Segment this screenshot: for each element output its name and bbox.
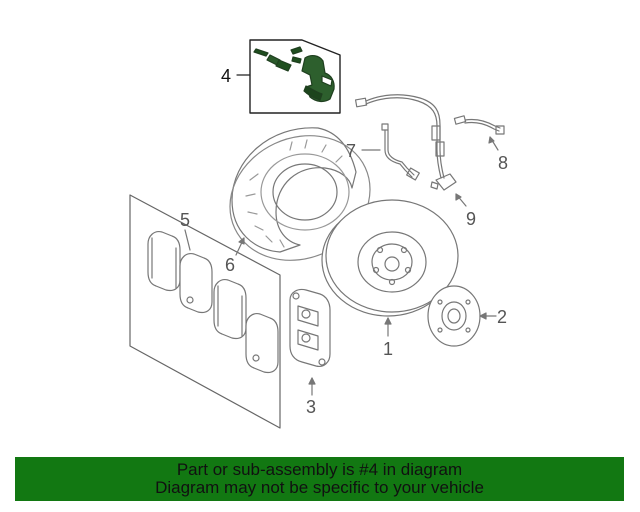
- wheel-hub: [427, 285, 481, 347]
- callout-5-leader: [184, 229, 191, 251]
- callout-3-label: 3: [306, 397, 316, 417]
- caliper-kit-group[interactable]: [249, 39, 341, 114]
- brake-caliper: [289, 288, 331, 367]
- callout-2-label: 2: [497, 307, 507, 327]
- pad-sensor-front: [381, 123, 420, 181]
- callout-8-label: 8: [498, 153, 508, 173]
- callout-5-label: 5: [180, 210, 190, 230]
- callout-6-label: 6: [225, 255, 235, 275]
- callout-3-arrowhead: [308, 377, 316, 385]
- callout-1-label: 1: [383, 339, 393, 359]
- callout-4-label: 4: [221, 66, 231, 86]
- caliper-kit-parts: [253, 46, 335, 103]
- pad-sensor-rear: [453, 115, 505, 135]
- banner-line-2: Diagram may not be specific to your vehi…: [155, 478, 484, 497]
- banner-line-1: Part or sub-assembly is #4 in diagram: [176, 460, 463, 479]
- splash-shield: [229, 127, 371, 261]
- abs-sensor: [354, 94, 457, 191]
- callout-9-label: 9: [466, 209, 476, 229]
- callout-2-arrowhead: [479, 312, 487, 320]
- brake-pads-group: [129, 194, 281, 429]
- callout-7-label: 7: [346, 141, 356, 161]
- callout-9-arrowhead: [455, 193, 462, 201]
- callout-8-arrowhead: [488, 136, 495, 144]
- fitment-notice-banner: Part or sub-assembly is #4 in diagram Di…: [15, 457, 624, 501]
- brake-rotor: [321, 199, 459, 317]
- callout-6-arrowhead: [238, 237, 245, 245]
- callout-1-arrowhead: [384, 317, 392, 325]
